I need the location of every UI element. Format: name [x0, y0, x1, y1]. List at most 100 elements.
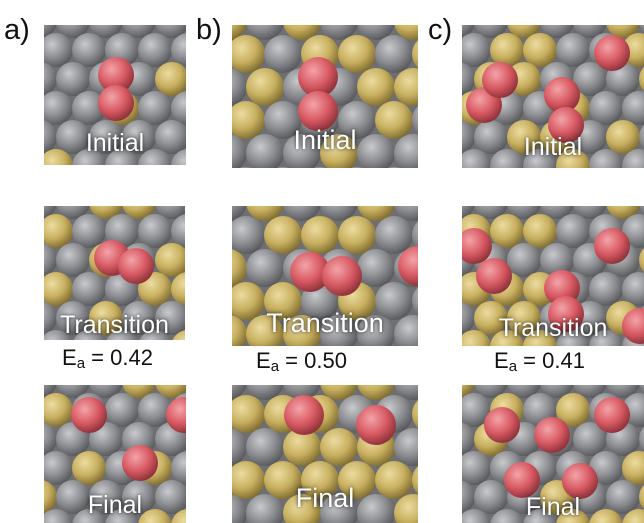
- substrate-atom: [556, 330, 590, 346]
- substrate-atom: [556, 33, 590, 67]
- gold-atom: [606, 120, 640, 154]
- substrate-atom: [639, 426, 644, 452]
- substrate-atom: [320, 494, 358, 523]
- oxygen-atom: [322, 256, 362, 296]
- gold-atom: [375, 461, 413, 499]
- gold-atom: [283, 315, 321, 346]
- substrate-atom: [462, 301, 475, 335]
- energy-relation: =: [279, 348, 305, 373]
- gold-atom: [357, 206, 395, 221]
- substrate-atom: [138, 149, 172, 165]
- energy-relation: =: [517, 348, 543, 373]
- substrate-atom: [105, 393, 139, 427]
- gold-atom: [44, 393, 73, 427]
- atom-layer: [44, 206, 185, 340]
- substrate-atom: [171, 91, 186, 125]
- substrate-atom: [122, 25, 156, 38]
- atom-layer: [232, 25, 418, 168]
- substrate-atom: [44, 385, 57, 398]
- substrate-atom: [462, 422, 475, 456]
- oxygen-atom: [118, 248, 154, 284]
- gold-atom: [44, 272, 73, 306]
- panel-b-final: Final: [232, 385, 418, 523]
- substrate-atom: [462, 206, 475, 219]
- panel-c-initial: Initial: [462, 25, 644, 168]
- oxygen-atom: [544, 77, 580, 113]
- substrate-atom: [639, 124, 644, 150]
- atom-layer: [232, 206, 418, 346]
- substrate-atom: [540, 206, 574, 219]
- gold-atom: [490, 214, 524, 248]
- substrate-atom: [171, 149, 186, 165]
- substrate-atom: [44, 243, 57, 277]
- panel-a-transition: Transition: [44, 206, 185, 340]
- atom-layer: [462, 385, 644, 523]
- gold-atom: [301, 216, 339, 254]
- substrate-atom: [573, 422, 607, 456]
- atom-layer: [462, 206, 644, 346]
- panel-b-transition: Transition: [232, 206, 418, 346]
- oxygen-atom: [98, 85, 134, 121]
- substrate-atom: [44, 330, 72, 340]
- gold-atom: [264, 461, 302, 499]
- substrate-atom: [72, 214, 106, 248]
- substrate-atom: [106, 330, 138, 340]
- substrate-atom: [44, 120, 57, 154]
- substrate-atom: [44, 91, 73, 125]
- energy-relation: =: [85, 345, 111, 370]
- gold-atom: [556, 149, 590, 168]
- substrate-atom: [589, 91, 623, 125]
- oxygen-atom: [98, 57, 134, 93]
- substrate-atom: [105, 509, 139, 523]
- gold-atom: [44, 149, 73, 165]
- substrate-atom: [375, 35, 413, 73]
- substrate-atom: [394, 134, 418, 168]
- substrate-atom: [462, 120, 475, 154]
- substrate-atom: [283, 206, 321, 221]
- gold-atom: [172, 330, 185, 340]
- substrate-atom: [138, 214, 172, 248]
- gold-atom: [523, 33, 557, 67]
- substrate-atom: [246, 428, 284, 466]
- substrate-atom: [357, 494, 395, 523]
- gold-atom: [474, 301, 508, 335]
- gold-atom: [264, 282, 302, 320]
- substrate-atom: [490, 149, 524, 168]
- substrate-atom: [462, 149, 491, 168]
- substrate-atom: [44, 301, 57, 335]
- gold-atom: [523, 330, 557, 346]
- substrate-atom: [462, 509, 491, 523]
- energy-subscript: a: [508, 358, 518, 375]
- gold-atom: [589, 509, 623, 523]
- gold-atom: [375, 101, 413, 139]
- substrate-atom: [462, 451, 491, 485]
- substrate-atom: [122, 480, 156, 514]
- substrate-atom: [72, 272, 106, 306]
- substrate-atom: [138, 33, 172, 67]
- substrate-atom: [105, 214, 139, 248]
- atom-layer: [232, 385, 418, 523]
- oxygen-atom: [534, 417, 570, 453]
- substrate-atom: [338, 101, 376, 139]
- oxygen-atom: [166, 397, 186, 433]
- oxygen-atom: [548, 107, 584, 143]
- gold-atom: [283, 25, 321, 40]
- substrate-atom: [394, 428, 418, 466]
- oxygen-atom: [594, 397, 630, 433]
- substrate-atom: [89, 120, 123, 154]
- substrate-atom: [283, 385, 321, 400]
- oxygen-atom: [548, 296, 584, 332]
- oxygen-atom: [356, 405, 396, 445]
- substrate-atom: [171, 451, 186, 485]
- oxygen-atom: [594, 228, 630, 264]
- substrate-atom: [462, 480, 475, 514]
- atom-layer: [462, 25, 644, 168]
- substrate-atom: [44, 509, 73, 523]
- substrate-atom: [394, 385, 418, 400]
- substrate-atom: [56, 25, 90, 38]
- gold-atom: [462, 330, 491, 346]
- gold-atom: [320, 428, 358, 466]
- substrate-atom: [232, 385, 247, 400]
- gold-atom: [283, 428, 321, 466]
- gold-atom: [507, 301, 541, 335]
